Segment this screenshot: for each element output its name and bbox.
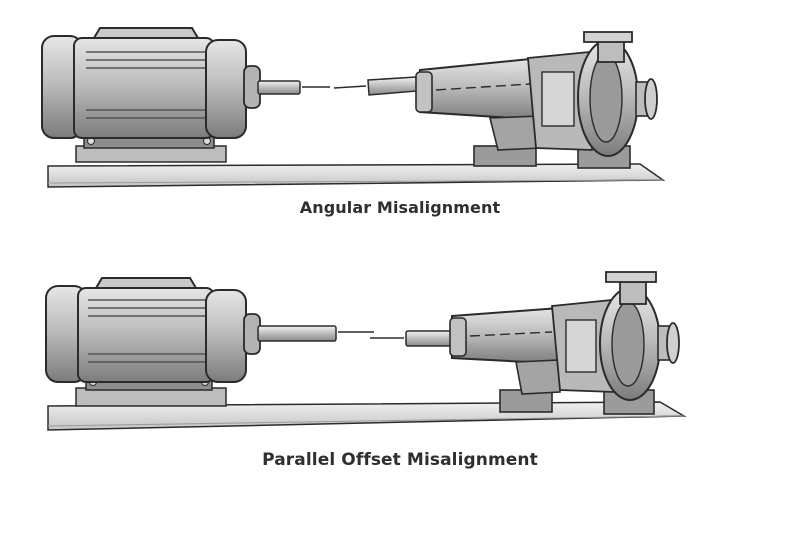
caption-parallel-offset-misalignment: Parallel Offset Misalignment: [262, 450, 538, 470]
centrifugal-pump-icon: [449, 271, 680, 415]
electric-motor-icon: [45, 277, 261, 407]
pump-shaft: [367, 76, 418, 96]
parallel-offset-misalignment-panel: Parallel Offset Misalignment: [0, 250, 800, 534]
motor-shaft: [257, 325, 337, 342]
pump-shaft: [405, 330, 455, 347]
caption-angular-misalignment: Angular Misalignment: [299, 198, 501, 217]
offset-centerline: [338, 331, 404, 339]
angular-misalignment-panel: Angular Misalignment: [0, 0, 800, 250]
angular-centerline: [302, 85, 367, 89]
angular-misalignment-illustration: [41, 27, 666, 188]
base-plate: [47, 163, 666, 188]
electric-motor-icon: [41, 27, 261, 163]
parallel-offset-misalignment-illustration: [45, 271, 687, 431]
centrifugal-pump-icon: [415, 31, 658, 169]
motor-shaft: [257, 80, 301, 95]
